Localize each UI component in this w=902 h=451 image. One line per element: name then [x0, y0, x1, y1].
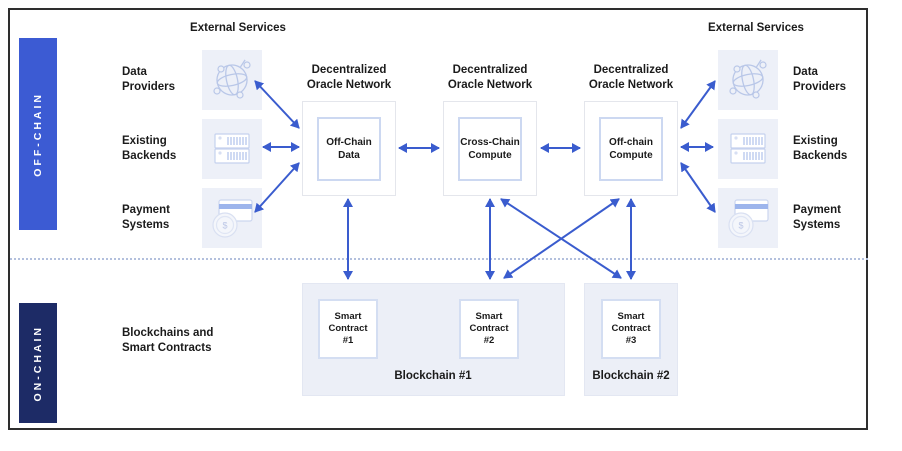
- oracle1-node: Off-Chain Data: [317, 116, 381, 181]
- label-line: Systems: [122, 219, 170, 231]
- label-line: Providers: [793, 81, 847, 93]
- title-line: Oracle Network: [447, 79, 533, 91]
- smart-contract-3: Smart Contract #3: [601, 299, 661, 359]
- offchain-onchain-divider: [10, 258, 868, 260]
- label-line: Backends: [793, 150, 848, 162]
- label-line: Systems: [793, 219, 841, 231]
- title-line: Decentralized: [452, 64, 528, 76]
- contract-line: #2: [483, 335, 495, 346]
- contract-line: Contract: [611, 323, 651, 334]
- title-line: Decentralized: [311, 64, 387, 76]
- right-service-label-existing-backends: Existing Backends: [793, 134, 847, 164]
- oracle1-title: Decentralized Oracle Network: [288, 63, 410, 93]
- oracle3-box: Off-chain Compute: [584, 101, 678, 196]
- server-icon: [202, 119, 262, 179]
- contract-line: #3: [625, 335, 637, 346]
- blockchain2-label: Blockchain #2: [592, 370, 670, 382]
- contract-line: Smart: [334, 311, 362, 322]
- node-line: Off-chain: [609, 136, 653, 148]
- payment-card-icon: $: [718, 188, 778, 248]
- label-line: Existing: [122, 135, 167, 147]
- contract-line: Smart: [617, 311, 645, 322]
- node-line: Compute: [609, 149, 653, 161]
- label-line: Providers: [122, 81, 176, 93]
- onchain-section-label: ON-CHAIN: [32, 324, 44, 402]
- node-line: Off-Chain: [326, 136, 372, 148]
- left-service-label-payment-systems: Payment Systems: [122, 203, 170, 233]
- label-line: Payment: [122, 204, 170, 216]
- oracle3-title: Decentralized Oracle Network: [570, 63, 692, 93]
- server-icon: [718, 119, 778, 179]
- node-line: Data: [338, 149, 360, 161]
- label-line: Existing: [793, 135, 838, 147]
- title-line: Decentralized: [593, 64, 669, 76]
- label-line: Data: [122, 66, 147, 78]
- node-line: Cross-Chain: [460, 136, 520, 148]
- label-line: Data: [793, 66, 818, 78]
- contract-line: Smart: [475, 311, 503, 322]
- label-line: Blockchains and: [122, 327, 214, 339]
- external-services-header-right: External Services: [708, 22, 804, 34]
- onchain-section-bar: ON-CHAIN: [19, 303, 57, 423]
- oracle3-node: Off-chain Compute: [599, 116, 663, 181]
- contract-line: Contract: [469, 323, 509, 334]
- contract-line: Contract: [328, 323, 368, 334]
- blockchain1-label: Blockchain #1: [394, 370, 472, 382]
- title-line: Oracle Network: [306, 79, 392, 91]
- svg-text:$: $: [222, 221, 227, 231]
- smart-contract-1: Smart Contract #1: [318, 299, 378, 359]
- label-line: Backends: [122, 150, 177, 162]
- title-line: Oracle Network: [588, 79, 674, 91]
- node-line: Compute: [468, 149, 512, 161]
- left-service-label-existing-backends: Existing Backends: [122, 134, 176, 164]
- payment-card-icon: $: [202, 188, 262, 248]
- offchain-section-label: OFF-CHAIN: [32, 91, 44, 177]
- offchain-section-bar: OFF-CHAIN: [19, 38, 57, 230]
- label-line: Smart Contracts: [122, 342, 212, 354]
- left-service-label-data-providers: Data Providers: [122, 65, 175, 95]
- smart-contract-2: Smart Contract #2: [459, 299, 519, 359]
- oracle2-node: Cross-Chain Compute: [458, 116, 522, 181]
- blockchains-section-label: Blockchains and Smart Contracts: [122, 326, 213, 356]
- right-service-label-payment-systems: Payment Systems: [793, 203, 841, 233]
- data-network-icon: [718, 50, 778, 110]
- oracle2-title: Decentralized Oracle Network: [429, 63, 551, 93]
- oracle1-box: Off-Chain Data: [302, 101, 396, 196]
- external-services-header-left: External Services: [190, 22, 286, 34]
- right-service-label-data-providers: Data Providers: [793, 65, 846, 95]
- oracle2-box: Cross-Chain Compute: [443, 101, 537, 196]
- contract-line: #1: [342, 335, 354, 346]
- data-network-icon: [202, 50, 262, 110]
- label-line: Payment: [793, 204, 841, 216]
- svg-text:$: $: [738, 221, 743, 231]
